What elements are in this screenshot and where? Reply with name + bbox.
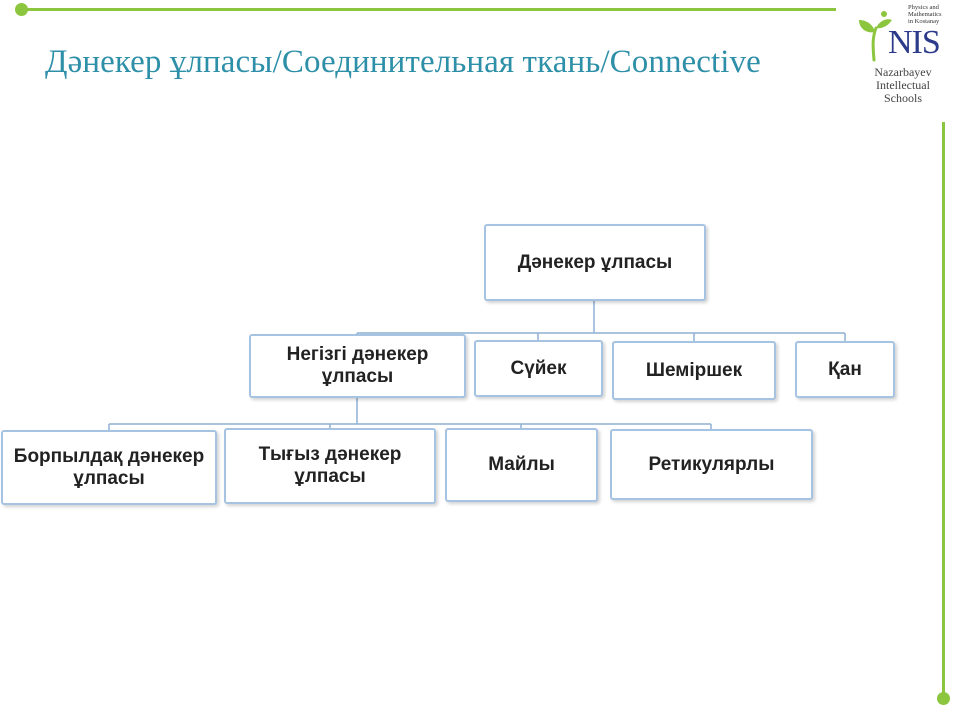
node-blood: Қан — [795, 341, 895, 398]
node-connective-tissue-proper: Негізгі дәнекер ұлпасы — [249, 334, 466, 398]
node-cartilage: Шеміршек — [612, 341, 776, 400]
node-loose-connective-tissue: Борпылдақ дәнекер ұлпасы — [1, 430, 217, 505]
logo-abbreviation: NIS — [888, 24, 941, 61]
logo-tagline: Physics and Mathematics in Kostanay — [908, 4, 942, 25]
top-accent-dot — [15, 3, 28, 16]
node-adipose: Майлы — [445, 428, 598, 502]
logo-school-name: Nazarbayev Intellectual Schools — [874, 65, 932, 105]
nis-sprout-icon — [859, 11, 892, 62]
slide-title: Дәнекер ұлпасы/Соединительная ткань/Conn… — [45, 44, 761, 80]
node-bone: Сүйек — [474, 340, 603, 397]
node-reticular: Ретикулярлы — [610, 429, 813, 500]
nis-logo: Physics and Mathematics in Kostanay NIS … — [852, 2, 956, 110]
node-connective-tissue: Дәнекер ұлпасы — [484, 224, 706, 301]
right-accent-dot — [937, 692, 950, 705]
right-accent-line — [942, 122, 945, 700]
top-accent-line — [22, 8, 836, 11]
node-dense-connective-tissue: Тығыз дәнекер ұлпасы — [224, 428, 436, 504]
